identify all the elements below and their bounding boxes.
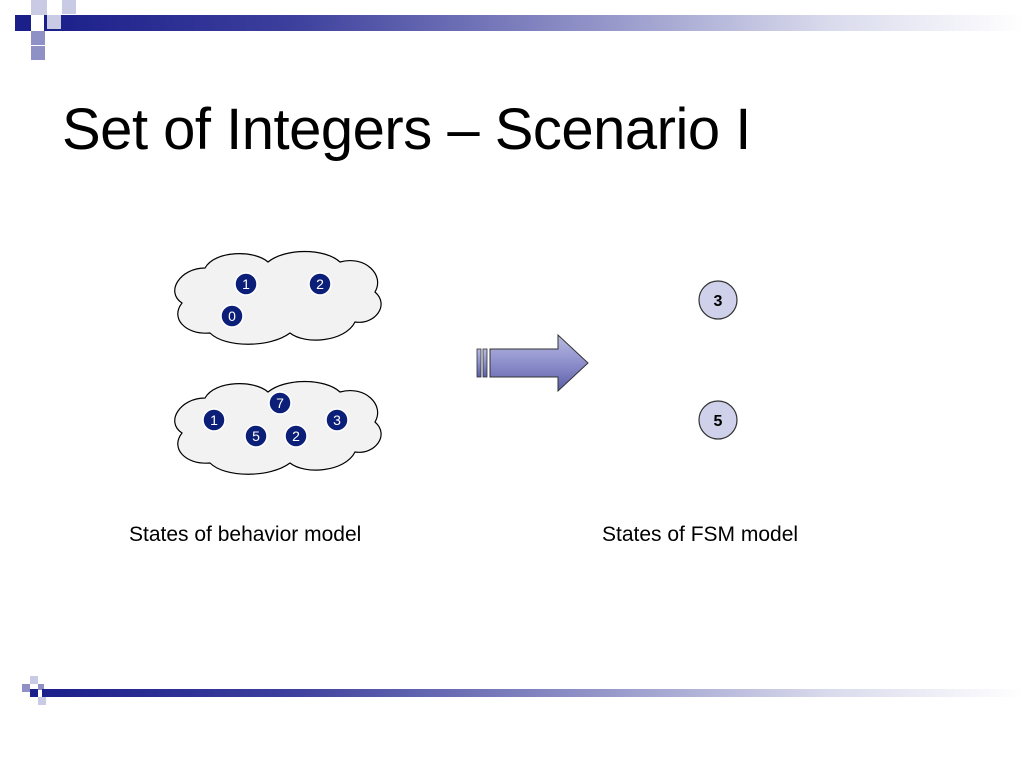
- footer-square-icon: [22, 684, 30, 692]
- state-node: 3: [325, 408, 349, 432]
- footer-square-icon: [30, 676, 38, 684]
- header-square-icon: [47, 15, 61, 29]
- behavior-model-caption: States of behavior model: [129, 523, 362, 546]
- state-node: 2: [308, 272, 332, 296]
- slide-title: Set of Integers – Scenario I: [62, 97, 751, 162]
- header-gradient-bar: [44, 15, 1024, 31]
- state-node-label: 7: [276, 395, 284, 411]
- state-node: 1: [234, 272, 258, 296]
- state-node-label: 1: [242, 276, 250, 292]
- state-node-label: 1: [210, 412, 218, 428]
- fsm-state-label: 3: [714, 293, 723, 310]
- behavior-cloud-2: [174, 380, 382, 475]
- fsm-state-label: 5: [714, 413, 723, 430]
- transform-arrow-icon: [476, 333, 589, 393]
- state-node-label: 2: [292, 428, 300, 444]
- state-node: 0: [220, 304, 244, 328]
- fsm-state: 3: [698, 280, 738, 320]
- state-node: 5: [244, 424, 268, 448]
- header-square-icon: [62, 0, 76, 14]
- footer-square-icon: [30, 689, 38, 697]
- state-node-label: 3: [333, 412, 341, 428]
- header-square-icon: [31, 46, 45, 60]
- header-square-icon: [15, 15, 31, 31]
- fsm-state: 5: [698, 400, 738, 440]
- state-node-label: 0: [228, 308, 236, 324]
- state-node: 2: [284, 424, 308, 448]
- state-node: 1: [202, 408, 226, 432]
- footer-square-icon: [38, 697, 46, 705]
- behavior-cloud-1: [174, 250, 382, 345]
- state-node-label: 5: [252, 428, 260, 444]
- footer-square-icon: [38, 684, 44, 690]
- footer-gradient-bar: [42, 689, 1024, 697]
- fsm-model-caption: States of FSM model: [602, 523, 799, 546]
- state-node-label: 2: [316, 276, 324, 292]
- state-node: 7: [268, 391, 292, 415]
- header-square-icon: [31, 31, 45, 45]
- header-square-icon: [31, 0, 47, 15]
